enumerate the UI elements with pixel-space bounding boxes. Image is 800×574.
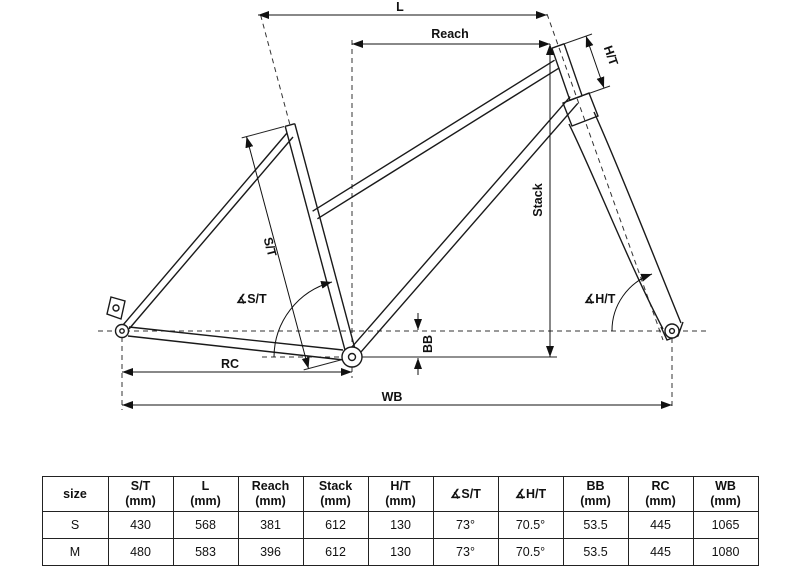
cell-s-rc: 445	[627, 511, 694, 539]
col-header-angle-ht: ∡H/T	[497, 476, 564, 512]
col-header-wb: WB(mm)	[692, 476, 759, 512]
header-name: L	[201, 479, 210, 493]
header-name: Reach	[251, 479, 290, 493]
cell-s-size: S	[41, 511, 109, 539]
cell-s-wb: 1065	[692, 511, 759, 539]
reference-ticks	[241, 33, 611, 371]
label-stack: Stack	[531, 183, 545, 216]
cell-m-wb: 1080	[692, 538, 759, 566]
cell-s-ht: 130	[367, 511, 434, 539]
label-rear-center: RC	[221, 357, 239, 371]
col-header-rc: RC(mm)	[627, 476, 694, 512]
col-header-stack: Stack(mm)	[302, 476, 369, 512]
cell-s-stack: 612	[302, 511, 369, 539]
label-seat-tube: S/T	[261, 236, 280, 259]
col-header-l: L(mm)	[172, 476, 239, 512]
cell-m-size: M	[41, 538, 109, 566]
header-unit: (mm)	[385, 494, 416, 508]
col-header-size: size	[41, 476, 109, 512]
header-name: Stack	[318, 479, 353, 493]
label-head-angle: ∡H/T	[584, 292, 616, 306]
label-bb-drop: BB	[421, 335, 435, 353]
bike-frame	[106, 43, 684, 368]
header-name: H/T	[390, 479, 411, 493]
col-header-st: S/T(mm)	[107, 476, 174, 512]
construction-lines	[98, 13, 708, 410]
table-row-size-m: M 480 583 396 612 130 73° 70.5° 53.5 445…	[41, 538, 759, 566]
cell-s-st: 430	[107, 511, 174, 539]
col-header-angle-st: ∡S/T	[432, 476, 499, 512]
header-name: size	[63, 486, 87, 501]
cell-s-reach: 381	[237, 511, 304, 539]
cell-m-angle-ht: 70.5°	[497, 538, 564, 566]
arc-seat-angle	[273, 280, 333, 358]
label-wheelbase: WB	[382, 390, 403, 404]
geometry-svg: L Reach H/T Stack S/T ∡S/T ∡H/T BB RC WB	[98, 0, 708, 410]
header-name: ∡H/T	[514, 486, 547, 501]
cell-m-bb: 53.5	[562, 538, 629, 566]
cell-m-ht: 130	[367, 538, 434, 566]
label-reach: Reach	[431, 27, 469, 41]
label-head-tube: H/T	[601, 44, 621, 68]
table-row-size-s: S 430 568 381 612 130 73° 70.5° 53.5 445…	[41, 511, 759, 539]
label-top-tube-l: L	[396, 0, 404, 14]
header-unit: (mm)	[125, 494, 156, 508]
header-unit: (mm)	[255, 494, 286, 508]
header-row: size S/T(mm) L(mm) Reach(mm) Stack(mm) H…	[41, 476, 759, 512]
cell-s-angle-ht: 70.5°	[497, 511, 564, 539]
cell-m-l: 583	[172, 538, 239, 566]
header-unit: (mm)	[190, 494, 221, 508]
header-unit: (mm)	[320, 494, 351, 508]
cell-s-bb: 53.5	[562, 511, 629, 539]
col-header-ht: H/T(mm)	[367, 476, 434, 512]
label-seat-angle: ∡S/T	[236, 292, 267, 306]
cell-m-reach: 396	[237, 538, 304, 566]
frame-geometry-diagram: L Reach H/T Stack S/T ∡S/T ∡H/T BB RC WB	[98, 0, 708, 410]
header-unit: (mm)	[645, 494, 676, 508]
header-name: WB	[715, 479, 736, 493]
col-header-reach: Reach(mm)	[237, 476, 304, 512]
cell-s-l: 568	[172, 511, 239, 539]
header-name: ∡S/T	[450, 486, 481, 501]
col-header-bb: BB(mm)	[562, 476, 629, 512]
cell-m-rc: 445	[627, 538, 694, 566]
cell-m-st: 480	[107, 538, 174, 566]
dim-seat-tube	[245, 136, 310, 369]
cell-m-stack: 612	[302, 538, 369, 566]
header-name: BB	[586, 479, 605, 493]
dimension-lines	[122, 11, 672, 409]
cell-s-angle-st: 73°	[432, 511, 499, 539]
header-name: S/T	[130, 479, 151, 493]
dim-head-tube	[585, 35, 605, 89]
header-name: RC	[651, 479, 670, 493]
geometry-table: size S/T(mm) L(mm) Reach(mm) Stack(mm) H…	[41, 476, 759, 566]
cell-m-angle-st: 73°	[432, 538, 499, 566]
arc-head-angle	[611, 273, 653, 332]
header-unit: (mm)	[580, 494, 611, 508]
header-unit: (mm)	[710, 494, 741, 508]
